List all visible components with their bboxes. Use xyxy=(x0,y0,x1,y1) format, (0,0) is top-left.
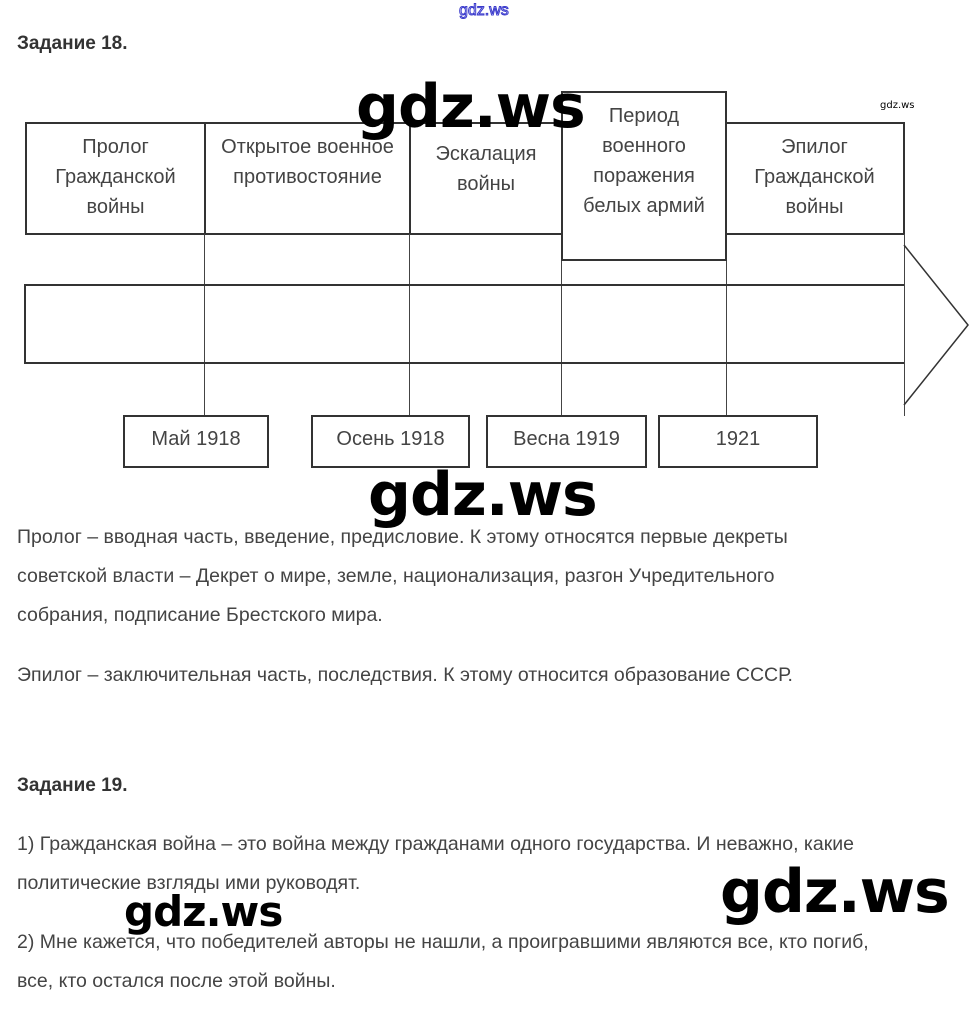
period-label: Открытое военное противостояние xyxy=(221,136,394,188)
date-box-1921: 1921 xyxy=(658,415,818,468)
connector-line xyxy=(726,260,727,416)
watermark: gdz.ws xyxy=(124,887,283,936)
period-label: Период военного поражения белых армий xyxy=(583,105,705,217)
task19-answer-1: 1) Гражданская война – это война между г… xyxy=(17,833,854,894)
task18-title: Задание 18. xyxy=(17,33,128,54)
date-label: 1921 xyxy=(715,428,761,450)
task19-title: Задание 19. xyxy=(17,775,128,796)
period-box-escalation: Эскалация войны xyxy=(409,122,563,235)
task18-paragraph-prologue: Пролог – вводная часть, введение, предис… xyxy=(17,526,788,626)
connector-line xyxy=(409,234,410,416)
period-box-prologue: Пролог Гражданской войны xyxy=(25,122,206,235)
date-label: Осень 1918 xyxy=(336,428,445,450)
period-box-epilogue: Эпилог Гражданской войны xyxy=(724,122,905,235)
timeline-arrow xyxy=(24,244,969,406)
date-box-may-1918: Май 1918 xyxy=(123,415,269,468)
period-label: Эпилог Гражданской войны xyxy=(754,136,875,218)
watermark: gdz.ws xyxy=(356,72,586,142)
connector-line xyxy=(904,234,905,416)
period-label: Эскалация войны xyxy=(435,143,537,195)
period-label: Пролог Гражданской войны xyxy=(55,136,176,218)
connector-line xyxy=(561,260,562,416)
watermark: gdz.ws xyxy=(368,460,598,530)
date-box-autumn-1918: Осень 1918 xyxy=(311,415,470,468)
task19-answer-2: 2) Мне кажется, что победителей авторы н… xyxy=(17,931,869,992)
period-box-open-confrontation: Открытое военное противостояние xyxy=(204,122,411,235)
period-box-defeat-white-armies: Период военного поражения белых армий xyxy=(561,91,727,261)
date-label: Весна 1919 xyxy=(513,428,620,450)
watermark-top: gdz.ws xyxy=(459,2,510,20)
task18-paragraph-epilogue: Эпилог – заключительная часть, последств… xyxy=(17,664,793,686)
date-label: Май 1918 xyxy=(151,428,241,450)
date-box-spring-1919: Весна 1919 xyxy=(486,415,647,468)
watermark: gdz.ws xyxy=(720,857,950,927)
connector-line xyxy=(204,234,205,416)
watermark: gdz.ws xyxy=(880,100,915,111)
